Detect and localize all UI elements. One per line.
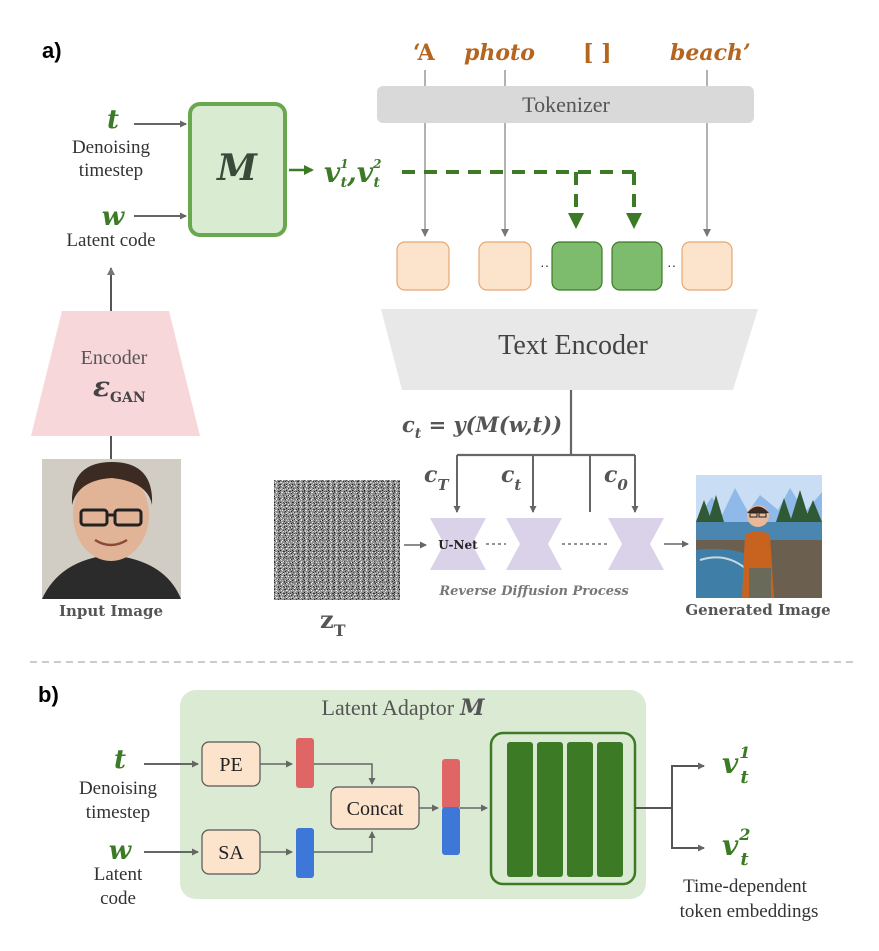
concat-bar-red: [442, 759, 460, 809]
ct-formula: ct = y(M(w,t)): [402, 412, 562, 442]
reverse-diffusion-label: Reverse Diffusion Process: [438, 584, 629, 599]
mlp-layer-4: [597, 742, 623, 877]
arrow-output-v2: [671, 808, 705, 852]
pe-embedding-bar: [296, 738, 314, 788]
mlp-layer-2: [537, 742, 563, 877]
prompt-token-beach: beach’: [670, 40, 751, 66]
t-symbol-b: t: [114, 745, 126, 775]
w-desc-b-2: code: [100, 888, 136, 909]
token-box-v1: [551, 241, 603, 291]
encoder-label: Encoder: [81, 347, 148, 369]
unet-1: [430, 518, 486, 570]
panel-b-label: b): [38, 682, 59, 707]
encoder-block: [31, 311, 200, 436]
label-c0: c0: [604, 462, 628, 494]
arrow-output-v1: [671, 762, 705, 808]
input-image: [42, 459, 181, 599]
arrow-red-to-concat: [314, 763, 376, 785]
t-symbol-a: t: [107, 105, 119, 135]
concat-label: Concat: [347, 798, 404, 820]
output-desc-2: token embeddings: [680, 901, 819, 922]
token-box-a: [396, 241, 450, 291]
sa-embedding-bar: [296, 828, 314, 878]
input-image-label: Input Image: [59, 602, 163, 620]
t-desc-b-1: Denoising: [79, 778, 158, 799]
tokenizer-label: Tokenizer: [522, 92, 610, 117]
label-zT: zT: [320, 605, 346, 640]
token-dots-2: ··: [667, 257, 676, 273]
w-desc-a: Latent code: [66, 230, 155, 251]
tokenizer-bar: [377, 86, 754, 123]
prompt-token-placeholder: [ ]: [583, 40, 611, 66]
unet-3: [608, 518, 664, 570]
token-box-v2: [611, 241, 663, 291]
latent-adaptor-m-box: [188, 102, 287, 237]
t-desc-a-1: Denoising: [72, 137, 151, 158]
m-symbol-a: M: [215, 147, 258, 189]
mlp-layer-3: [567, 742, 593, 877]
token-box-photo: [478, 241, 532, 291]
prompt-token-a: ‘A: [413, 40, 436, 66]
arrow-blue-to-concat: [314, 831, 376, 853]
token-box-beach: [681, 241, 733, 291]
output-desc-1: Time-dependent: [683, 876, 808, 897]
panel-a-label: a): [42, 38, 62, 63]
token-dots-1: ··: [540, 257, 549, 273]
unet-2: [506, 518, 562, 570]
w-symbol-a: w: [102, 202, 126, 232]
concat-bar-blue: [442, 807, 460, 855]
generated-image: [696, 475, 822, 598]
w-symbol-b: w: [109, 836, 133, 866]
t-desc-b-2: timestep: [86, 802, 150, 823]
label-cT: cT: [424, 462, 450, 494]
w-desc-b-1: Latent: [94, 864, 143, 885]
pe-label: PE: [219, 754, 242, 776]
noise-image-overlay: [274, 480, 400, 600]
label-ct: ct: [501, 462, 521, 494]
text-encoder-label: Text Encoder: [498, 330, 648, 361]
encoder-symbol: εGAN: [93, 370, 146, 406]
sa-label: SA: [218, 842, 244, 864]
unet-label: U-Net: [438, 538, 478, 552]
text-encoder-block: [381, 309, 758, 390]
mlp-layer-1: [507, 742, 533, 877]
prompt-token-photo: photo: [464, 40, 535, 66]
generated-image-label: Generated Image: [685, 601, 830, 619]
t-desc-a-2: timestep: [79, 160, 143, 181]
